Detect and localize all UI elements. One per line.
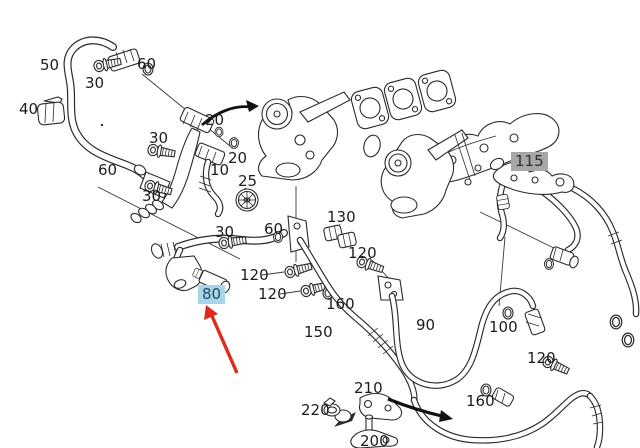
hose-150-artwork <box>296 236 418 404</box>
right-edge-washers-artwork <box>609 314 635 348</box>
hose-115-artwork <box>489 157 640 318</box>
callout-20-a[interactable]: 20 <box>205 111 225 129</box>
callout-30-d[interactable]: 30 <box>215 223 235 241</box>
callout-160-b[interactable]: 160 <box>466 392 495 410</box>
clamp-40-artwork <box>36 96 66 126</box>
callout-60-a[interactable]: 60 <box>137 55 157 73</box>
callout-210[interactable]: 210 <box>354 379 383 397</box>
callout-120-a[interactable]: 120 <box>348 244 377 262</box>
callout-120-b[interactable]: 120 <box>240 266 269 284</box>
bottom-hose-artwork <box>410 383 604 448</box>
callout-10[interactable]: 10 <box>210 161 230 179</box>
callout-25[interactable]: 25 <box>238 172 258 190</box>
flow-arrow-top <box>201 100 259 127</box>
flow-arrow-bottom <box>387 397 453 422</box>
callout-30-b[interactable]: 30 <box>149 129 169 147</box>
callout-115-secondary[interactable]: 115 <box>511 152 548 171</box>
manifold-gaskets-artwork <box>349 67 458 132</box>
callout-200[interactable]: 200 <box>360 432 389 448</box>
callout-100[interactable]: 100 <box>489 318 518 336</box>
callout-60-b[interactable]: 60 <box>98 161 118 179</box>
red-pointer-arrow <box>204 305 239 374</box>
callout-220[interactable]: 220 <box>301 401 330 419</box>
callout-60-c[interactable]: 60 <box>264 220 284 238</box>
pipe-10-artwork <box>130 106 259 224</box>
clamp-220-artwork <box>323 397 352 423</box>
turbocharger-right-artwork <box>363 129 476 219</box>
bracket-200-artwork <box>350 414 399 448</box>
callout-50[interactable]: 50 <box>40 56 60 74</box>
callout-90[interactable]: 90 <box>416 316 436 334</box>
callout-80-selected[interactable]: 80 <box>198 285 226 304</box>
callout-40[interactable]: 40 <box>19 100 39 118</box>
callout-120-d[interactable]: 120 <box>527 349 556 367</box>
pipe-90-artwork <box>377 275 537 389</box>
callout-160-a[interactable]: 160 <box>326 295 355 313</box>
fitting-100-artwork <box>502 306 572 378</box>
callout-130[interactable]: 130 <box>327 208 356 226</box>
callout-20-b[interactable]: 20 <box>228 149 248 167</box>
callout-30-c[interactable]: 30 <box>142 187 162 205</box>
callout-30-a[interactable]: 30 <box>85 74 105 92</box>
callout-150[interactable]: 150 <box>304 323 333 341</box>
callout-120-c[interactable]: 120 <box>258 285 287 303</box>
turbocharger-left-artwork <box>257 91 351 181</box>
